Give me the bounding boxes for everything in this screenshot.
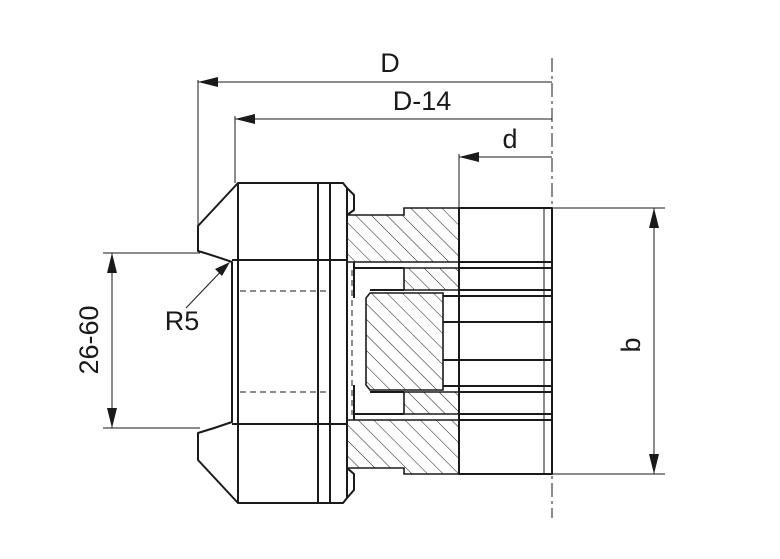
body-outline	[197, 182, 348, 504]
hatch-core	[365, 292, 444, 391]
arrowhead-D-14	[235, 114, 255, 124]
arrowhead-26-60-bottom	[107, 408, 117, 428]
hatch-upper-step	[403, 267, 460, 291]
cutter-body	[197, 182, 355, 504]
label-d: d	[502, 124, 517, 154]
hatch-top	[346, 207, 460, 263]
hatch-bottom	[346, 419, 460, 475]
arrowhead-26-60-top	[107, 253, 117, 273]
dimension-d: d	[458, 124, 552, 208]
dimension-R5: R5	[165, 262, 230, 336]
arrowhead-b-bottom	[649, 454, 659, 474]
dimension-D: D	[197, 48, 552, 226]
label-26-60: 26-60	[74, 305, 104, 374]
arrowhead-b-top	[649, 208, 659, 228]
label-D: D	[380, 48, 400, 78]
dimension-26-60: 26-60	[74, 252, 200, 429]
hatch-lower-step	[403, 391, 460, 415]
hub-section	[346, 207, 460, 475]
arrowhead-R5	[215, 262, 230, 276]
dimension-D-14: D-14	[234, 86, 552, 183]
arrowhead-d	[459, 152, 479, 162]
arrowhead-D	[198, 77, 218, 87]
label-R5: R5	[165, 306, 200, 336]
dimension-b: b	[552, 207, 665, 475]
label-D-14: D-14	[393, 86, 452, 116]
neck-outline	[346, 187, 355, 499]
sleeve	[443, 207, 553, 475]
sleeve-outline	[458, 207, 553, 475]
label-b: b	[616, 337, 646, 352]
